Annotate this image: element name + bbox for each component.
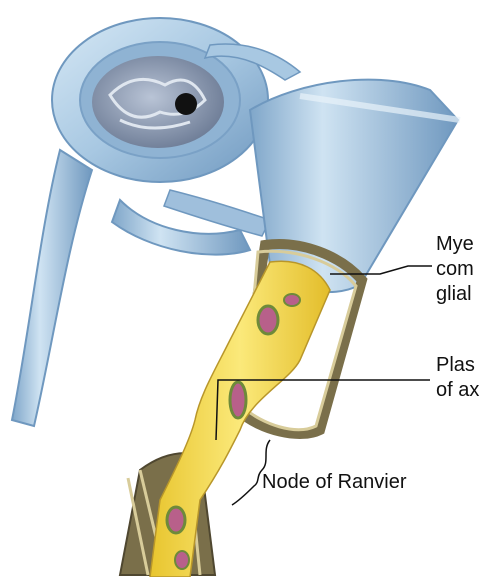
glial-cell-body <box>52 18 268 182</box>
label-node-of-ranvier: Node of Ranvier <box>262 470 407 494</box>
organelle <box>284 294 300 306</box>
label-myelin-sheath-line-1: Mye <box>436 232 474 256</box>
label-myelin-sheath-line-2: com <box>436 257 474 281</box>
label-plasma-membrane-line-2: of ax <box>436 378 479 402</box>
label-myelin-sheath-line-3: glial <box>436 282 472 306</box>
myelinated-axon-cutaway <box>120 244 362 577</box>
organelle <box>230 382 246 418</box>
label-plasma-membrane-line-1: Plas <box>436 353 475 377</box>
organelle <box>167 507 185 533</box>
nucleolus <box>175 93 197 115</box>
organelle <box>258 306 278 334</box>
organelle <box>175 551 189 569</box>
